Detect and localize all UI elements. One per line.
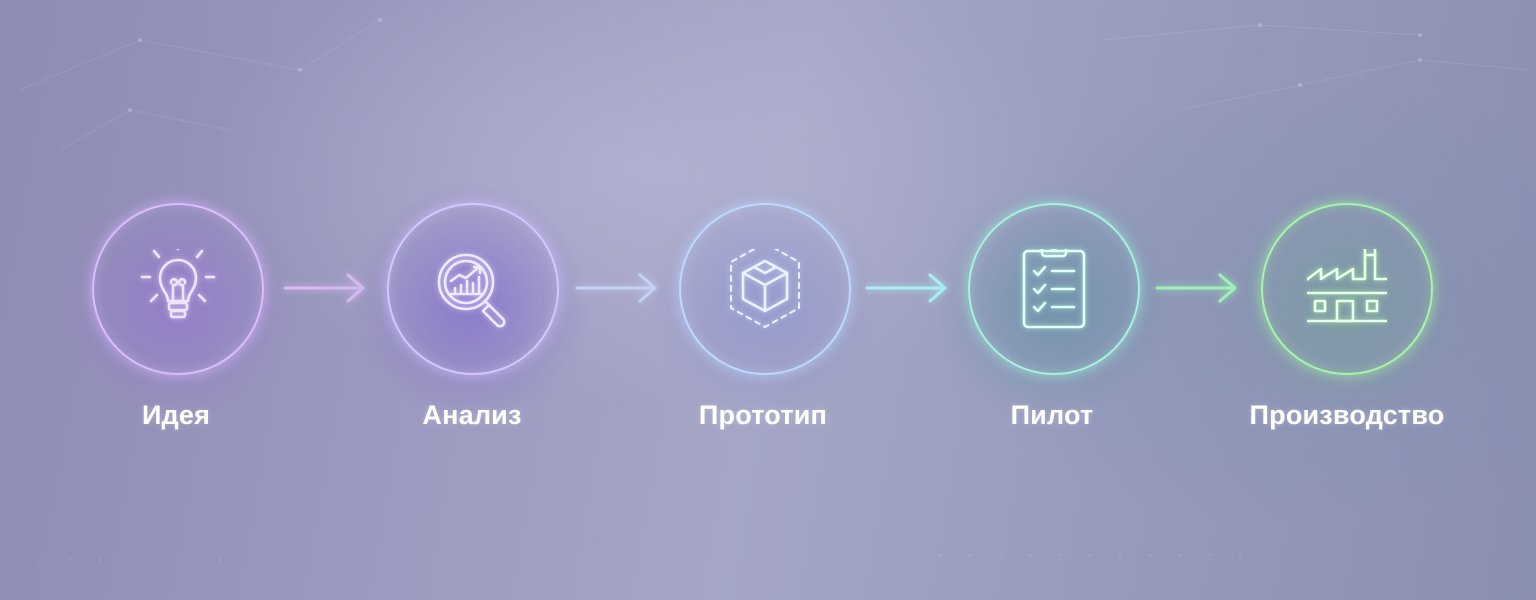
factory-icon bbox=[1307, 249, 1387, 323]
step-label: Анализ bbox=[422, 400, 522, 430]
step-ring bbox=[968, 203, 1140, 375]
step-label: Пилот bbox=[1010, 400, 1094, 430]
clipboard-checklist-icon bbox=[1022, 249, 1086, 329]
step-pilot bbox=[934, 183, 1174, 423]
lightbulb-icon bbox=[140, 249, 216, 319]
cube-icon bbox=[730, 249, 800, 328]
step-ring bbox=[92, 203, 264, 375]
arrow-right-icon bbox=[575, 273, 657, 303]
step-prototype bbox=[645, 183, 885, 423]
step-ring bbox=[679, 203, 851, 375]
step-ring bbox=[387, 203, 559, 375]
magnifier-chart-icon bbox=[437, 253, 506, 328]
step-label: Идея bbox=[141, 400, 211, 430]
step-label: Производство bbox=[1249, 400, 1445, 430]
step-ring bbox=[1261, 203, 1433, 375]
step-production bbox=[1227, 183, 1467, 423]
step-idea bbox=[58, 183, 298, 423]
arrow-right-icon bbox=[1155, 273, 1237, 303]
step-label: Прототип bbox=[698, 400, 828, 430]
step-analysis bbox=[353, 183, 593, 423]
arrow-right-icon bbox=[865, 273, 947, 303]
